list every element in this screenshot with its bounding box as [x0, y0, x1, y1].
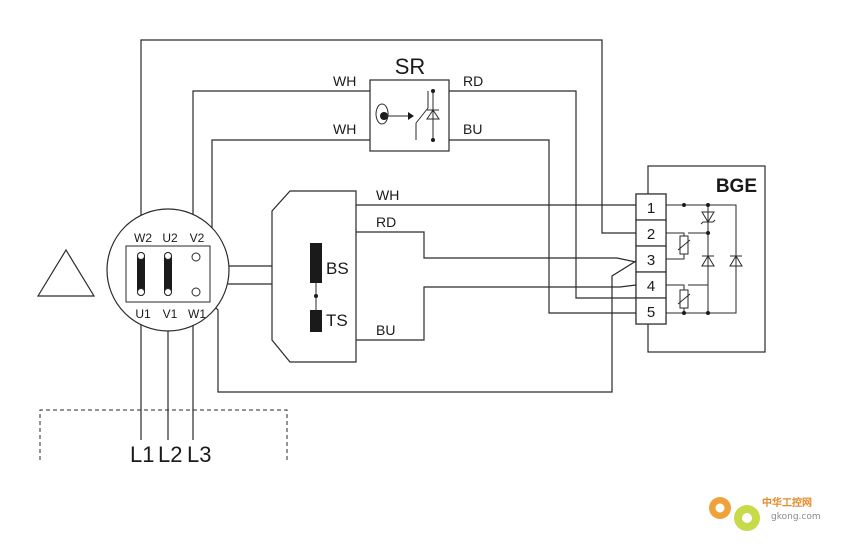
watermark: 中华工控网 gkong.com: [709, 496, 821, 531]
wire-w1-terminal-3: [197, 260, 637, 393]
ts-coil: [310, 310, 322, 332]
bge-internal-circuit: [666, 203, 743, 315]
brake-coil-housing: BS TS: [271, 190, 357, 363]
sr-switch-blade: [415, 107, 429, 124]
watermark-cn: 中华工控网: [762, 496, 812, 509]
terminal-3-label: 3: [647, 252, 655, 269]
terminal-w2: [137, 252, 145, 260]
label-w2: W2: [134, 231, 152, 245]
terminal-strip: 1 2 3 4 5: [635, 193, 667, 325]
gear-icon: [709, 497, 760, 531]
bge-rectifier: BGE 1 2 3 4 5: [635, 165, 766, 353]
terminal-2-label: 2: [647, 226, 655, 243]
supply-enclosure: [39, 409, 288, 460]
node-a: [682, 203, 686, 207]
zener-diode-icon: [701, 211, 715, 223]
sr-label: SR: [395, 54, 426, 79]
bge-label: BGE: [716, 176, 757, 197]
bge-t3-lead: [666, 254, 685, 260]
sr-diode-icon: [426, 109, 440, 120]
wh-mid-label: WH: [333, 121, 356, 137]
wire-w2-terminal-2: [140, 39, 636, 252]
terminal-w1: [191, 287, 201, 297]
sr-arrow: [408, 112, 414, 120]
label-u1: U1: [135, 307, 151, 321]
bridge-diode-1-icon: [701, 255, 715, 267]
bu-coil-label: BU: [376, 322, 395, 338]
label-l1: L1: [130, 442, 154, 467]
ts-label: TS: [326, 311, 348, 330]
bridge-diode-2-icon: [729, 255, 743, 267]
label-l2: L2: [158, 442, 182, 467]
terminal-5-label: 5: [647, 304, 655, 321]
terminal-4: [635, 271, 667, 299]
node-b: [706, 203, 710, 207]
varistor-1-icon: [679, 235, 689, 255]
sr-relay: SR: [369, 54, 450, 152]
wire-wh-top: [192, 90, 370, 252]
terminal-u2: [164, 252, 172, 260]
sr-sensor-arc: [375, 103, 389, 125]
varistor-2-slash: [677, 293, 691, 305]
terminal-v2: [191, 252, 201, 262]
node-d: [706, 311, 710, 315]
terminal-1-label: 1: [647, 200, 655, 217]
zener-diode-bar: [700, 219, 716, 225]
bs-coil: [310, 243, 322, 283]
rd-coil-label: RD: [376, 214, 396, 230]
terminal-u1: [137, 288, 145, 296]
terminal-board: [125, 245, 211, 303]
label-v2: V2: [190, 231, 205, 245]
varistor-1-slash: [677, 239, 691, 251]
terminal-5: [635, 297, 667, 325]
wire-bu-top: [449, 139, 636, 314]
rd-top-label: RD: [463, 73, 483, 89]
bge-bus: [666, 204, 737, 314]
label-u2: U2: [162, 231, 178, 245]
sr-node-top: [431, 89, 435, 93]
watermark-url: gkong.com: [771, 512, 821, 522]
label-w1: W1: [188, 307, 206, 321]
bu-top-label: BU: [463, 121, 482, 137]
terminal-v1: [164, 288, 172, 296]
sr-node-bottom: [431, 138, 435, 142]
terminal-4-label: 4: [647, 278, 655, 295]
bridge-w2-u1: [137, 252, 145, 296]
label-l3: L3: [187, 442, 211, 467]
terminal-3: [635, 245, 667, 273]
bge-t4-lead: [666, 284, 685, 290]
coil-node: [314, 294, 318, 298]
bs-label: BS: [326, 259, 349, 278]
node-c: [682, 311, 686, 315]
wire-rd-top: [449, 90, 636, 299]
delta-triangle-icon: [36, 248, 96, 297]
wh-top-label: WH: [333, 73, 356, 89]
varistor-2-icon: [679, 289, 689, 309]
wh-coil-label: WH: [376, 187, 399, 203]
motor-terminal-box: W2 U2 V2 U1 V1 W1: [106, 208, 230, 332]
label-v1: V1: [163, 307, 178, 321]
bge-t2-lead: [666, 232, 685, 236]
bridge-u2-v1: [164, 252, 172, 296]
